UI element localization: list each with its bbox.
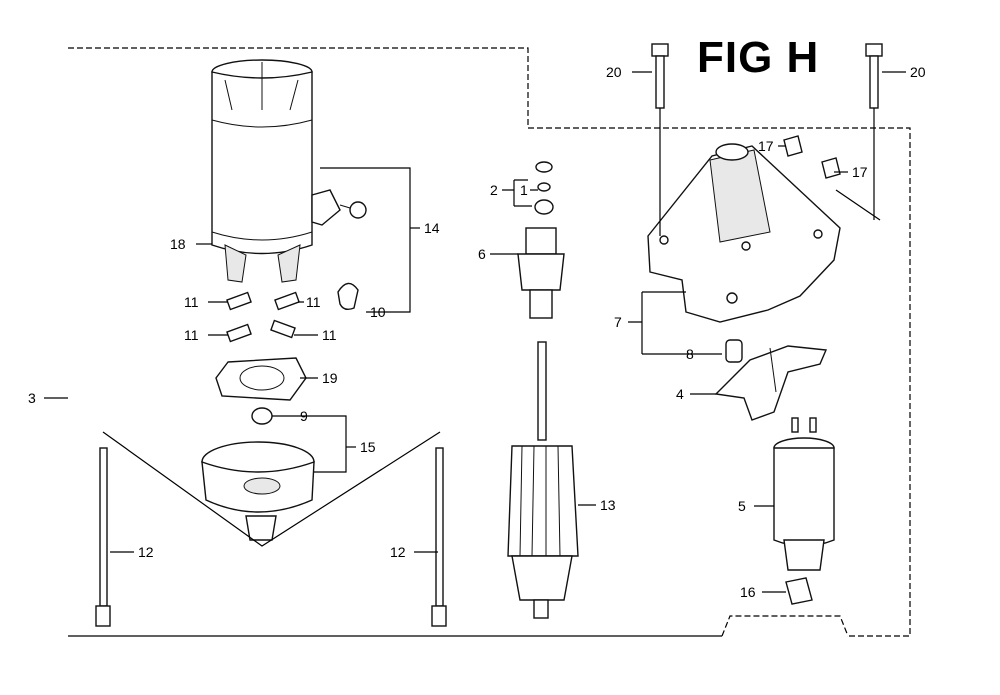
callout-11-a: 11 bbox=[184, 294, 199, 310]
callout-4: 4 bbox=[676, 386, 684, 402]
bushing-part bbox=[251, 407, 273, 425]
nuts-part bbox=[783, 135, 841, 179]
callout-17-a: 17 bbox=[758, 138, 774, 154]
pinion-gear-part bbox=[517, 227, 565, 319]
callout-16: 16 bbox=[740, 584, 756, 600]
callout-20-a: 20 bbox=[606, 64, 622, 80]
bolts-part bbox=[651, 43, 883, 109]
callout-3: 3 bbox=[28, 390, 36, 406]
callout-5: 5 bbox=[738, 498, 746, 514]
callout-11-d: 11 bbox=[322, 327, 337, 343]
brush-springs-part bbox=[226, 291, 300, 343]
callout-12-a: 12 bbox=[138, 544, 154, 560]
brush-holder-part bbox=[215, 357, 307, 401]
plug-part bbox=[785, 577, 813, 605]
washers-part bbox=[534, 161, 554, 215]
front-housing-part bbox=[647, 143, 841, 323]
callout-11-c: 11 bbox=[184, 327, 199, 343]
callout-8: 8 bbox=[686, 346, 694, 362]
armature-part bbox=[507, 341, 579, 619]
end-cover-part bbox=[201, 441, 315, 541]
callout-19: 19 bbox=[322, 370, 338, 386]
callout-10: 10 bbox=[370, 304, 386, 320]
callout-14: 14 bbox=[424, 220, 440, 236]
figure-title: FIG H bbox=[697, 33, 820, 82]
callout-6: 6 bbox=[478, 246, 486, 262]
callout-13: 13 bbox=[600, 497, 616, 513]
through-bolts-part bbox=[95, 447, 447, 627]
callout-11-b: 11 bbox=[306, 294, 321, 310]
solenoid-part bbox=[773, 417, 835, 571]
callout-2: 2 bbox=[490, 182, 498, 198]
motor-yoke-part bbox=[211, 59, 367, 283]
callout-18: 18 bbox=[170, 236, 186, 252]
assembly-boundary bbox=[68, 47, 911, 637]
plunger-part bbox=[725, 339, 743, 363]
callout-15: 15 bbox=[360, 439, 376, 455]
callout-1: 1 bbox=[520, 182, 528, 198]
callout-20-b: 20 bbox=[910, 64, 926, 80]
shift-lever-part bbox=[714, 345, 828, 421]
callout-12-b: 12 bbox=[390, 544, 406, 560]
callout-17-b: 17 bbox=[852, 164, 868, 180]
spring-clip-part bbox=[337, 282, 359, 311]
callout-7: 7 bbox=[614, 314, 622, 330]
callout-9: 9 bbox=[300, 408, 308, 424]
